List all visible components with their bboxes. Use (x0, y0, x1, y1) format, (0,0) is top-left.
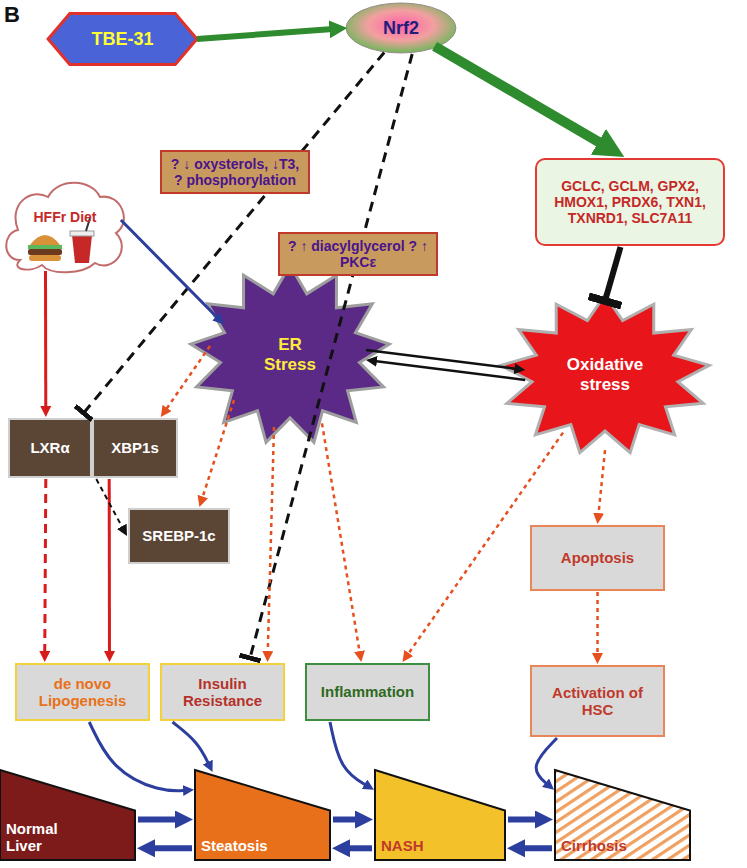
node-label: de novo Lipogenesis (24, 675, 141, 710)
connector (536, 738, 557, 786)
connector (597, 592, 598, 657)
connector (366, 350, 525, 380)
edge-label: ? ↑ diacylglycerol ? ↑ PKCε (278, 232, 438, 276)
connector-line (268, 427, 274, 655)
connector (268, 427, 274, 655)
node-label: GCLC, GCLM, GPX2, HMOX1, PRDX6, TXN1, TX… (544, 178, 716, 226)
connector-line (138, 817, 182, 823)
node-label: Activation of HSC (539, 684, 656, 719)
connector (333, 819, 362, 820)
node-label: Insulin Resistance (169, 675, 276, 710)
node-label: TBE-31 (91, 29, 153, 50)
connector-line (201, 400, 234, 501)
connector (45, 479, 46, 655)
connector-line (508, 817, 542, 823)
stress-burst: Oxidative stress (500, 295, 710, 455)
drug-hexagon: TBE-31 (45, 12, 200, 66)
connector (330, 722, 368, 786)
connector (598, 450, 605, 517)
connector (250, 54, 412, 658)
node-label: ER Stress (260, 335, 320, 374)
node-label: LXRα (30, 439, 69, 456)
connector-line (435, 46, 609, 148)
connector-line (89, 722, 187, 791)
connector (197, 29, 336, 39)
diet-cloud: HFFr Diet (0, 175, 130, 275)
connector (89, 722, 187, 791)
process-box: Activation of HSC (530, 665, 665, 737)
connector-line (333, 817, 362, 823)
stage-wedge: NASH (375, 770, 505, 860)
connector-line (96, 479, 124, 530)
process-box: Inflammation (305, 663, 430, 721)
connector-line (518, 845, 552, 851)
connector (605, 247, 621, 301)
connector-line (605, 247, 621, 301)
connector-line (596, 592, 599, 657)
connector (322, 423, 360, 655)
connector (201, 400, 234, 501)
connector (173, 722, 210, 766)
connector-line (197, 29, 336, 39)
connector-line (165, 346, 210, 412)
process-box: de novo Lipogenesis (15, 663, 150, 721)
connector (148, 848, 192, 849)
connector-line (250, 54, 412, 658)
gene-box: GCLC, GCLM, GPX2, HMOX1, PRDX6, TXN1, TX… (535, 158, 725, 246)
node-label: Cirrhosis (561, 837, 627, 854)
node-label: Oxidative stress (560, 355, 650, 394)
connector (518, 848, 552, 849)
node-label: XBP1s (111, 439, 159, 456)
node-label: SREBP-1c (142, 527, 215, 544)
connector (121, 220, 219, 320)
process-box: Insulin Resistance (160, 663, 285, 721)
connector-line (373, 361, 526, 380)
stage-wedge: Normal Liver (0, 770, 135, 860)
connector-line (330, 722, 368, 786)
node-label: NASH (381, 837, 424, 854)
panel-letter: B (4, 2, 20, 28)
stage-wedge: Steatosis (195, 770, 330, 860)
connector-line (121, 220, 219, 320)
connector-line (598, 450, 605, 517)
connector (406, 433, 563, 657)
node-label: Inflammation (321, 683, 414, 700)
connector-line (45, 479, 46, 655)
connector-line (44, 271, 47, 410)
connector-line (148, 845, 192, 851)
connector (45, 271, 46, 410)
node-label: Normal Liver (6, 820, 68, 855)
connector-line (406, 433, 563, 657)
connector (343, 848, 372, 849)
stage-wedge: Cirrhosis (555, 770, 690, 860)
connector (508, 819, 542, 820)
factor-box: SREBP-1c (128, 508, 230, 564)
connector (138, 819, 182, 820)
connector-line (536, 738, 557, 786)
node-label: HFFr Diet (34, 209, 97, 225)
connector (435, 46, 609, 148)
connector-line (173, 722, 210, 766)
connector (165, 346, 210, 412)
node-label: Nrf2 (383, 18, 419, 39)
connector-line (343, 845, 372, 851)
connector (96, 479, 124, 530)
connector-line (322, 423, 360, 655)
factor-box: LXRα (8, 418, 92, 478)
edge-label: ? ↓ oxysterols, ↓T3, ? phosphorylation (160, 150, 310, 194)
node-label: Steatosis (201, 837, 268, 854)
stress-burst: ER Stress (190, 265, 390, 445)
process-box: Apoptosis (530, 525, 665, 591)
connector-line (366, 350, 519, 369)
node-label: Apoptosis (561, 549, 634, 566)
factor-box: XBP1s (92, 418, 178, 478)
